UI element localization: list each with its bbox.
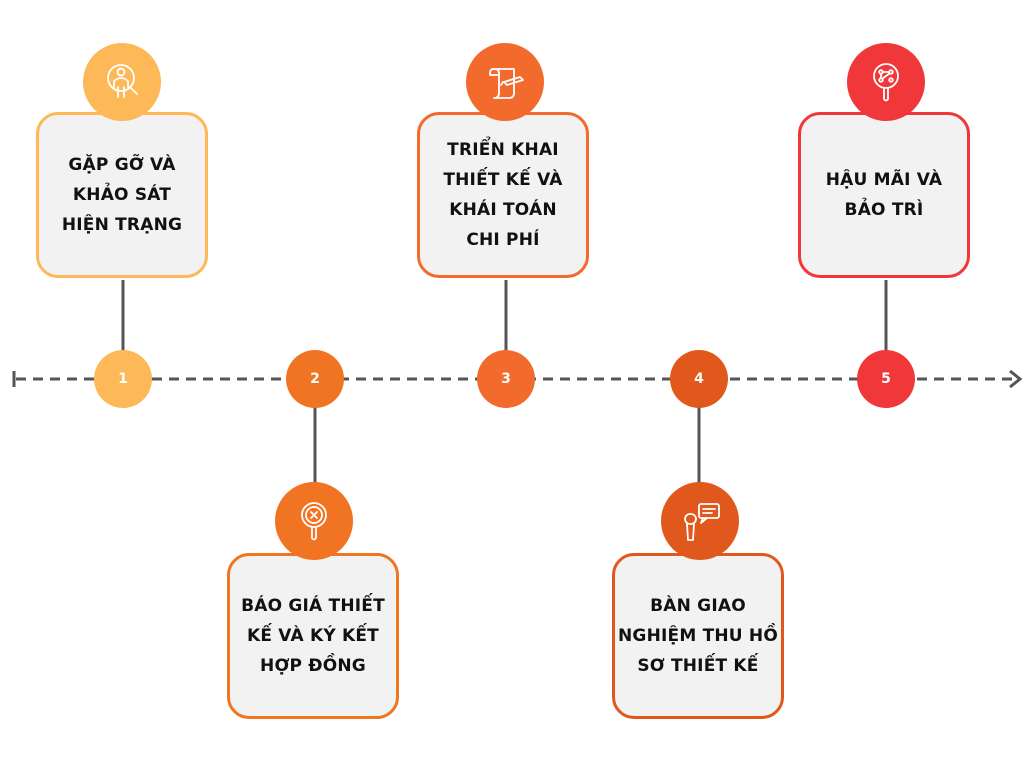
step-1-node: 1: [94, 350, 152, 408]
step-2-label: BÁO GIÁ THIẾT KẾ VÀ KÝ KẾT HỢP ĐỒNG: [241, 596, 385, 676]
step-4-label: BÀN GIAO NGHIỆM THU HỒ SƠ THIẾT KẾ: [617, 596, 778, 676]
step-4-card: BÀN GIAO NGHIỆM THU HỒ SƠ THIẾT KẾ: [612, 553, 784, 719]
step-1-card: GẶP GỠ VÀ KHẢO SÁT HIỆN TRẠNG: [36, 112, 208, 278]
microphone-chat-icon: [684, 503, 720, 541]
step-4-node: 4: [670, 350, 728, 408]
scroll-pencil-icon: [489, 68, 524, 99]
step-5-card: HẬU MÃI VÀ BẢO TRÌ: [798, 112, 970, 278]
step-1-label: GẶP GỠ VÀ KHẢO SÁT HIỆN TRẠNG: [61, 155, 183, 235]
step-3-card: TRIỂN KHAI THIẾT KẾ VÀ KHÁI TOÁN CHI PHÍ: [417, 112, 589, 278]
step-3-label: TRIỂN KHAI THIẾT KẾ VÀ KHÁI TOÁN CHI PHÍ: [443, 140, 563, 250]
magnifier-network-icon: [873, 63, 899, 102]
person-search-icon: [107, 64, 138, 98]
step-3-node: 3: [477, 350, 535, 408]
step-3-icon-circle: [466, 43, 544, 121]
timeline-arrowhead: [1009, 369, 1023, 389]
step-2-node: 2: [286, 350, 344, 408]
step-5-label: HẬU MÃI VÀ BẢO TRÌ: [825, 170, 943, 220]
step-5-node: 5: [857, 350, 915, 408]
step-5-icon-circle: [847, 43, 925, 121]
step-4-icon-circle: [661, 482, 739, 560]
step-2-icon-circle: [275, 482, 353, 560]
step-1-icon-circle: [83, 43, 161, 121]
step-2-card: BÁO GIÁ THIẾT KẾ VÀ KÝ KẾT HỢP ĐỒNG: [227, 553, 399, 719]
magnifier-x-icon: [301, 502, 327, 541]
